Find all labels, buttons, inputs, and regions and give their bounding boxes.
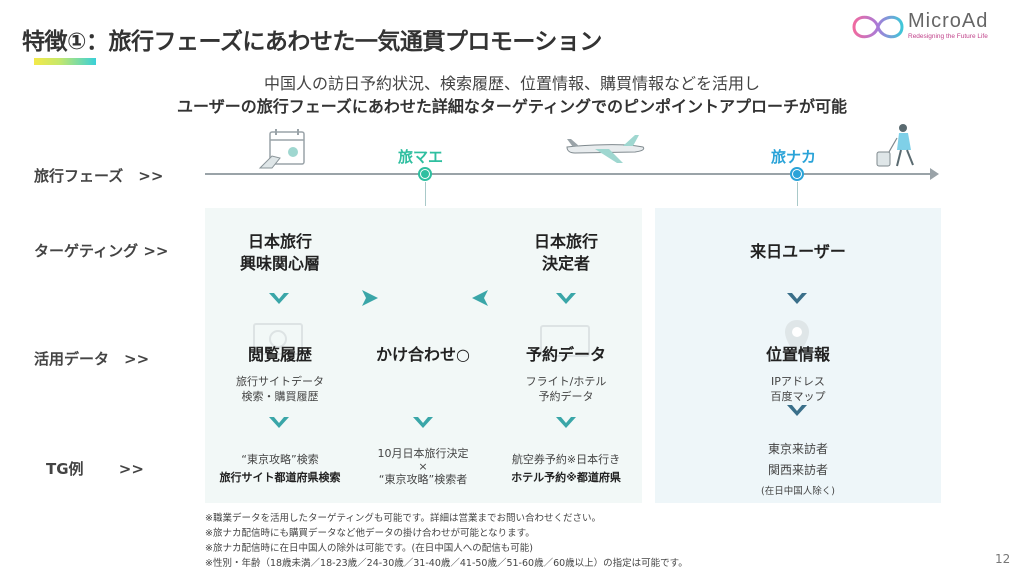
microad-logo-icon [852, 15, 904, 39]
row-label-phase: 旅行フェーズ >> [34, 167, 164, 185]
traveler-with-suitcase-icon [876, 124, 914, 167]
chevron-down-icon [787, 293, 807, 304]
chevron-down-icon [413, 417, 433, 428]
phase-dot-during [790, 167, 804, 181]
row-label-data: 活用データ >> [34, 350, 150, 368]
logo-tagline: Redesigning the Future Life [908, 33, 988, 40]
tg-col1-line1: “東京攻略”検索 [241, 453, 319, 466]
tg-col1-line2: 旅行サイト都道府県検索 [219, 471, 341, 484]
timeline-arrowhead [930, 168, 939, 180]
page-number: 12 [995, 552, 1011, 566]
monitor-icon [253, 323, 303, 355]
phase-connector-before [425, 182, 426, 206]
data-booking-desc: フライト/ホテル 予約データ [525, 375, 607, 403]
timeline-line [205, 173, 933, 175]
tg-col2-line2: × [418, 460, 428, 473]
subtitle-line-1: 中国人の訪日予約状況、検索履歴、位置情報、購買情報などを活用し [263, 74, 760, 93]
data-combine-title: かけ合わせ○ [376, 345, 470, 364]
targeting-visitors: 来日ユーザー [750, 242, 846, 261]
tg-col3-line1: 航空券予約※日本行き [511, 453, 621, 466]
title-underline-bar [34, 58, 96, 65]
airplane-icon [566, 135, 645, 163]
data-booking-title: 予約データ [525, 345, 606, 364]
tg-col4-line1: 東京来訪者 [767, 442, 828, 456]
data-location-desc: IPアドレス 百度マップ [770, 375, 826, 403]
tg-col4-line3: (在日中国人除く) [761, 486, 835, 497]
phase-connector-during [797, 182, 798, 206]
row-label-targeting: ターゲティング >> [34, 242, 169, 260]
diagonal-arrow-right-icon [362, 290, 378, 306]
chevron-down-icon [269, 293, 289, 304]
page-title: 特徴①：旅行フェーズにあわせた一気通貫プロモーション [22, 29, 602, 55]
chevron-down-icon [556, 293, 576, 304]
chevron-down-icon [787, 405, 807, 416]
targeting-decided: 日本旅行 決定者 [533, 232, 598, 273]
chevron-down-icon [556, 417, 576, 428]
ticket-icon [540, 325, 590, 357]
footnote-2: ※旅ナカ配信時にも購買データなど他データの掛け合わせが可能となります。 [205, 528, 535, 539]
tg-col4-line2: 関西来訪者 [767, 463, 828, 477]
during-trip-panel [655, 208, 941, 503]
logo-name: MicroAd [908, 10, 989, 32]
phase-label-before: 旅マエ [398, 148, 444, 166]
footnote-1: ※職業データを活用したターゲティングも可能です。詳細は営業までお問い合わせくださ… [205, 513, 601, 524]
calendar-booking-icon [258, 129, 305, 169]
chevron-down-icon [269, 417, 289, 428]
targeting-interest: 日本旅行 興味関心層 [239, 232, 320, 273]
phase-label-during: 旅ナカ [771, 148, 817, 166]
diagonal-arrow-left-icon [472, 290, 488, 306]
row-label-tg: TG例 >> [46, 460, 144, 478]
subtitle-line-2: ユーザーの旅行フェーズにあわせた詳細なターゲティングでのピンポイントアプローチが… [177, 97, 847, 116]
data-browsing-title: 閲覧履歴 [247, 345, 312, 364]
map-pin-icon [785, 320, 809, 356]
tg-col2-line1: 10月日本旅行決定 [377, 447, 469, 460]
phase-dot-before [418, 167, 432, 181]
data-location-title: 位置情報 [765, 345, 830, 364]
footnote-3: ※旅ナカ配信時に在日中国人の除外は可能です。(在日中国人への配信も可能) [205, 543, 533, 554]
data-browsing-desc: 旅行サイトデータ 検索・購買履歴 [236, 375, 324, 403]
tg-col3-line2: ホテル予約※都道府県 [511, 471, 621, 484]
footnote-4: ※性別・年齢（18歳未満／18-23歳／24-30歳／31-40歳／41-50歳… [205, 558, 688, 569]
tg-col2-line3: “東京攻略”検索者 [378, 473, 468, 486]
